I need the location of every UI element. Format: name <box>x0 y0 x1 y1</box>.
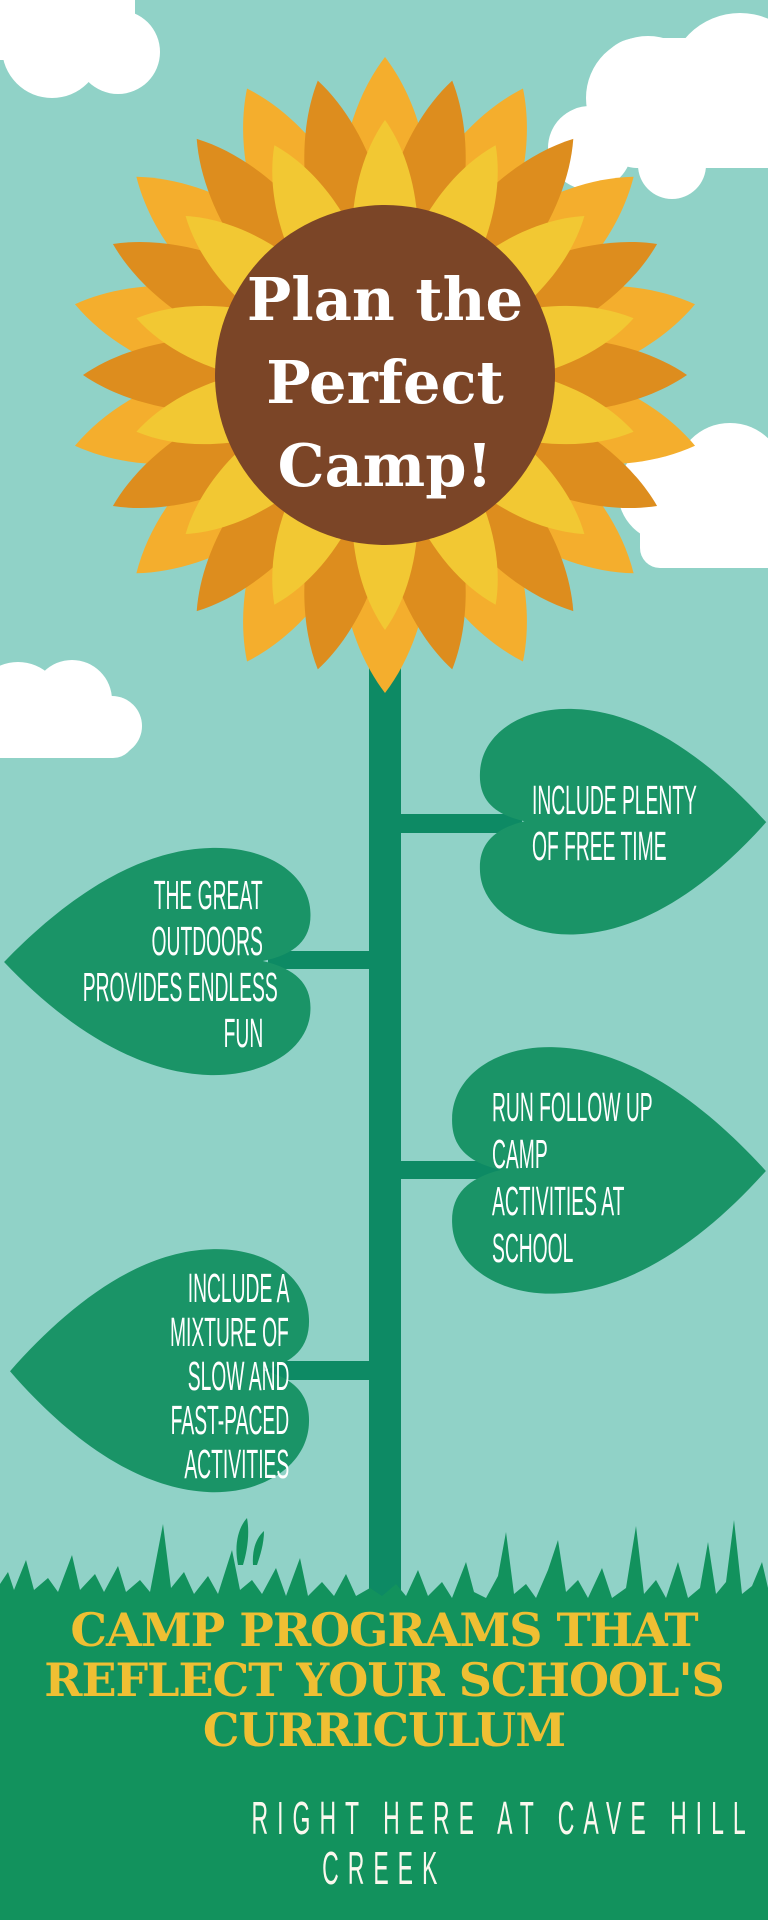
footer-title-line-1: CAMP PROGRAMS THAT <box>70 1603 698 1657</box>
leaf-text-free-time: INCLUDE PLENTY OF FREE TIME <box>532 777 768 869</box>
leaf-text-line: INCLUDE PLENTY <box>532 777 697 823</box>
sunflower-center <box>215 205 555 545</box>
grass-sprout <box>236 1518 264 1565</box>
leaf-text-line: MIXTURE OF <box>170 1309 289 1355</box>
branch-connector-right-2 <box>398 1161 504 1179</box>
leaf-text-line: SLOW AND <box>187 1353 289 1399</box>
leaf-text-great-outdoors: THE GREAT OUTDOORS PROVIDES ENDLESS FUN <box>0 872 278 1056</box>
footer-subtitle-line-1: RIGHT HERE AT CAVE HILL <box>251 1792 755 1844</box>
leaf-text-line: RUN FOLLOW UP <box>492 1084 653 1130</box>
leaf-text-line: PROVIDES ENDLESS <box>82 964 278 1010</box>
cloud-top-left-icon <box>0 0 160 98</box>
footer-subtitle-line-2: CREEK <box>321 1842 447 1894</box>
grass-band <box>0 1520 768 1920</box>
leaf-text-line: ACTIVITIES AT <box>492 1178 625 1224</box>
flower-title-line-3: Camp! <box>277 431 493 500</box>
leaf-text-line: INCLUDE A <box>187 1265 289 1311</box>
footer-title-line-2: REFLECT YOUR SCHOOL'S <box>44 1653 725 1707</box>
cloud-mid-left-icon <box>0 660 142 758</box>
leaf-text-line: THE GREAT <box>154 872 263 918</box>
leaf-text-line: OUTDOORS <box>151 918 263 964</box>
leaf-text-line: SCHOOL <box>492 1225 574 1271</box>
cloud-mid-right-icon <box>618 423 768 568</box>
leaf-text-line: CAMP <box>492 1131 548 1177</box>
flower-title: Plan the Perfect Camp! <box>185 258 585 507</box>
footer-subtitle: RIGHT HERE AT CAVE HILL CREEK <box>0 1793 768 1893</box>
grass-group <box>0 1518 768 1920</box>
leaf-text-line: FUN <box>223 1010 263 1056</box>
branch-connector-right-1 <box>398 814 522 833</box>
flower-title-line-1: Plan the <box>246 265 524 334</box>
branch-connector-left-1 <box>268 951 372 969</box>
branch-connector-left-2 <box>268 1361 372 1380</box>
leaf-text-follow-up: RUN FOLLOW UP CAMP ACTIVITIES AT SCHOOL <box>492 1084 768 1272</box>
clouds <box>0 0 768 758</box>
leaf-text-line: FAST-PACED <box>170 1397 289 1443</box>
leaf-text-mixture: INCLUDE A MIXTURE OF SLOW AND FAST-PACED… <box>0 1266 289 1486</box>
cloud-top-right-icon <box>548 13 768 199</box>
leaf-text-line: OF FREE TIME <box>532 823 667 869</box>
footer-title-line-3: CURRICULUM <box>202 1703 566 1757</box>
sunflower-icon <box>64 57 706 693</box>
leaf-text-line: ACTIVITIES <box>184 1441 289 1487</box>
flower-title-line-2: Perfect <box>266 348 504 417</box>
footer-title: CAMP PROGRAMS THAT REFLECT YOUR SCHOOL'S… <box>0 1605 768 1755</box>
